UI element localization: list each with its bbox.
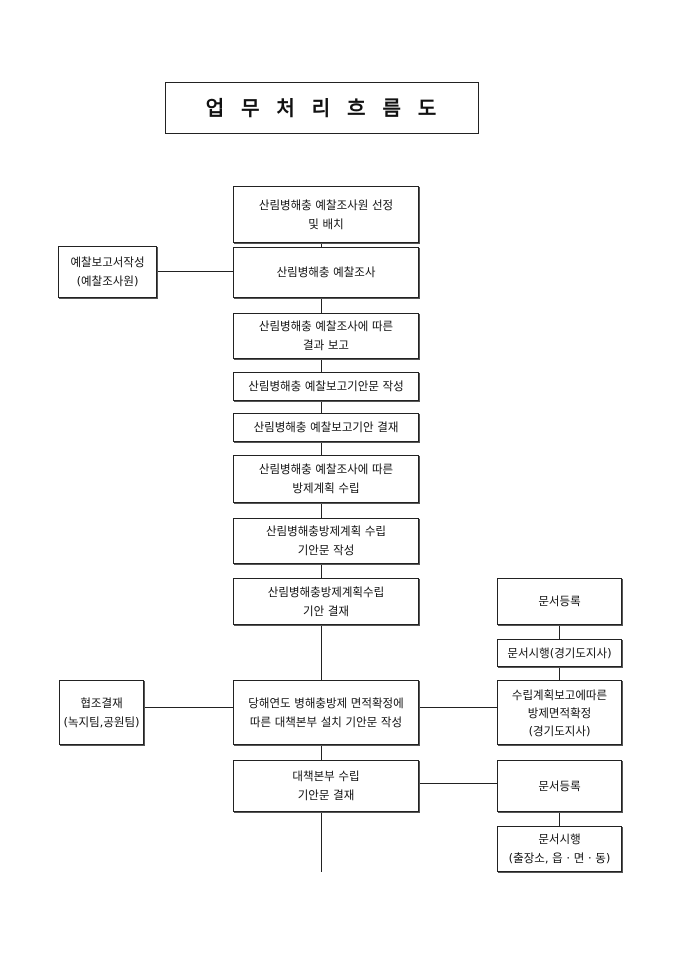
step-text: 산림병해충 예찰조사원 선정 xyxy=(258,197,394,212)
step-text: 산림병해충 예찰보고기안 결재 xyxy=(253,420,399,434)
flow-step-5: 산림병해충 예찰보고기안 결재 xyxy=(233,413,419,442)
box-text: (예찰조사원) xyxy=(76,274,139,288)
step-text: 산림병해충방제계획 수립 xyxy=(265,524,387,538)
connector-left-2 xyxy=(143,707,233,708)
box-text: 예찰보고서작성 xyxy=(70,255,145,269)
connector-right-2 xyxy=(419,783,497,784)
box-text: (경기도지사) xyxy=(528,723,591,738)
flow-step-2: 산림병해충 예찰조사 xyxy=(233,247,419,298)
box-text: 수립계획보고에따른 xyxy=(511,687,608,702)
box-text: 문서시행 xyxy=(538,832,581,846)
step-text: 결과 보고 xyxy=(303,338,349,352)
step-text: 기안문 작성 xyxy=(297,543,355,557)
box-text: 문서시행(경기도지사) xyxy=(507,645,612,660)
side-box-document-registration-2: 문서등록 xyxy=(497,760,622,812)
step-text: 산림병해충방제계획수립 xyxy=(267,584,385,599)
step-text: 기안 결재 xyxy=(303,603,349,618)
side-box-report-writing: 예찰보고서작성 (예찰조사원) xyxy=(58,246,157,298)
step-text: 따른 대책본부 설치 기안문 작성 xyxy=(249,714,403,729)
page-title: 업 무 처 리 흐 름 도 xyxy=(165,82,479,134)
step-text: 방제계획 수립 xyxy=(292,481,360,495)
step-text: 산림병해충 예찰조사에 따른 xyxy=(258,319,394,333)
box-text: 협조결재 xyxy=(80,695,123,710)
title-text: 업 무 처 리 흐 름 도 xyxy=(205,95,439,120)
connector-left-1 xyxy=(157,271,233,272)
step-text: 당해연도 병해충방제 면적확정에 xyxy=(248,695,404,710)
box-text: 문서등록 xyxy=(538,594,581,608)
side-box-document-registration-1: 문서등록 xyxy=(497,578,622,625)
connector-right-vertical-2 xyxy=(559,812,560,826)
step-text: 및 배치 xyxy=(308,216,344,231)
box-text: (녹지팀,공원팀) xyxy=(63,714,140,729)
side-box-cooperation-approval: 협조결재 (녹지팀,공원팀) xyxy=(59,680,144,745)
box-text: 문서등록 xyxy=(538,778,581,793)
side-box-document-enforcement-2: 문서시행 (출장소, 읍 · 면 · 동) xyxy=(497,826,622,872)
step-text: 산림병해충 예찰보고기안문 작성 xyxy=(248,379,404,393)
connector-right-1 xyxy=(419,707,497,708)
step-text: 산림병해충 예찰조사에 따른 xyxy=(258,462,394,476)
box-text: 방제면적확정 xyxy=(527,705,592,720)
step-text: 대책본부 수립 xyxy=(292,769,360,783)
flow-step-4: 산림병해충 예찰보고기안문 작성 xyxy=(233,372,419,401)
step-text: 산림병해충 예찰조사 xyxy=(276,265,376,279)
box-text: (출장소, 읍 · 면 · 동) xyxy=(508,851,611,865)
side-box-document-enforcement-1: 문서시행(경기도지사) xyxy=(497,639,622,667)
step-text: 기안문 결재 xyxy=(297,788,355,802)
